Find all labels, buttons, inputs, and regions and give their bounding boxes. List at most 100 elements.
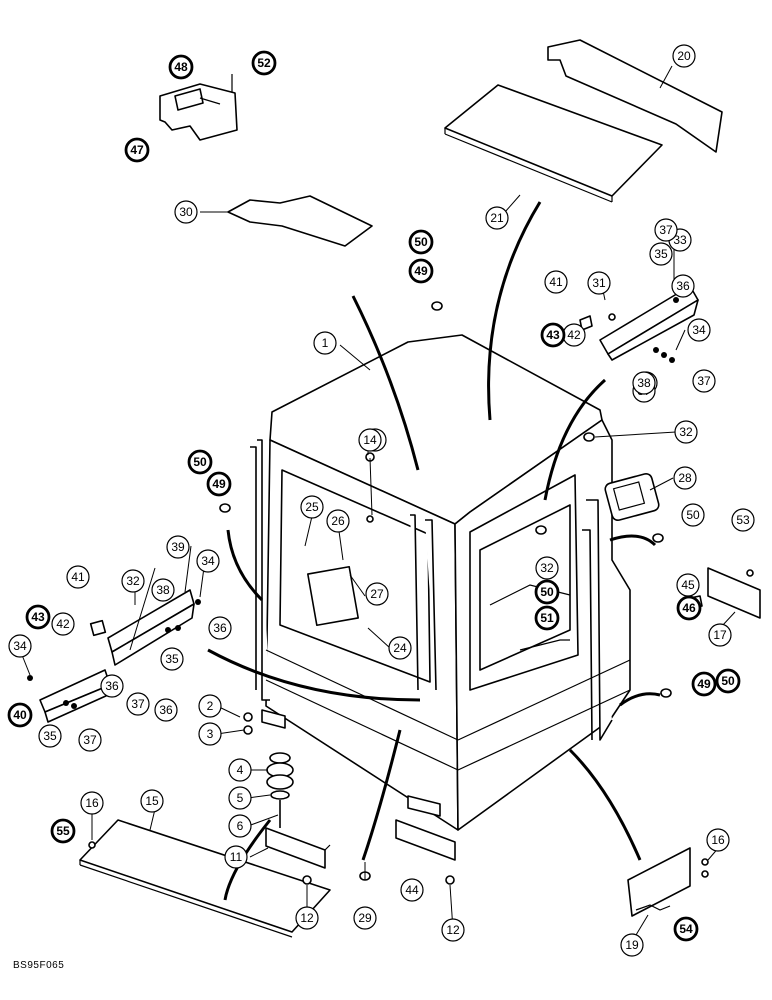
callout-19: 19 [620,933,644,957]
callout-circle [208,616,232,640]
callout-circle [166,535,190,559]
callout-6: 6 [228,814,252,838]
callout-number: 21 [490,211,504,225]
callout-circle [673,466,697,490]
callout-circle [534,579,560,605]
callout-circle [365,582,389,606]
callout-42: 42 [562,323,586,347]
callout-circle [649,242,673,266]
callout-number: 15 [145,794,159,808]
callout-53: 53 [731,508,755,532]
callout-number: 36 [159,703,173,717]
callout-number: 38 [637,376,651,390]
callout-48: 48 [168,54,194,80]
callout-circle [534,605,560,631]
callout-number: 44 [405,883,419,897]
callout-number: 16 [711,833,725,847]
callout-number: 37 [697,374,711,388]
trim-strip-33 [579,285,699,363]
callout-circle [206,471,232,497]
callout-3: 3 [198,722,222,746]
bracket-11 [265,827,331,869]
callout-circle [126,692,150,716]
callout-number: 37 [83,733,97,747]
callout-number: 41 [549,275,563,289]
callout-circle [408,258,434,284]
callout-54: 54 [673,916,699,942]
callout-circle [100,674,124,698]
callout-circle [358,428,382,452]
callout-circle [198,722,222,746]
callout-circle [408,229,434,255]
callout-number: 26 [331,514,345,528]
callout-2: 2 [198,694,222,718]
callout-number: 55 [56,824,70,838]
callout-circle [228,786,252,810]
callout-51: 51 [534,605,560,631]
callout-34: 34 [196,549,220,573]
callout-number: 4 [237,763,244,777]
callout-number: 51 [540,611,554,625]
callout-circle [540,322,566,348]
access-panel-19 [627,847,691,917]
callout-50: 50 [681,503,705,527]
callout-4: 4 [228,758,252,782]
callout-number: 50 [686,508,700,522]
callout-circle [174,200,198,224]
parts-drawing [21,39,761,938]
callout-number: 35 [165,652,179,666]
callout-circle [671,274,695,298]
callout-25: 25 [300,495,324,519]
callout-number: 47 [130,143,144,157]
callout-number: 40 [13,708,27,722]
callout-12: 12 [295,906,319,930]
callout-38: 38 [632,371,656,395]
callout-number: 37 [659,223,673,237]
callout-37: 37 [78,728,102,752]
callout-39: 39 [166,535,190,559]
callout-circle [295,906,319,930]
callout-number: 19 [625,938,639,952]
callout-number: 36 [105,679,119,693]
callout-36: 36 [208,616,232,640]
callout-number: 1 [322,336,329,350]
callout-37: 37 [654,218,678,242]
callout-circle [400,878,424,902]
callout-circle [535,556,559,580]
callout-circle [672,44,696,68]
callout-circle [441,918,465,942]
headliner-panel-20 [547,39,723,153]
callout-49: 49 [691,671,717,697]
callout-number: 2 [207,699,214,713]
callout-29: 29 [353,906,377,930]
callout-35: 35 [160,647,184,671]
callout-circle [121,569,145,593]
callout-55: 55 [50,818,76,844]
callout-40: 40 [7,702,33,728]
callout-14: 14 [358,428,382,452]
callout-circle [326,509,350,533]
callout-36: 36 [100,674,124,698]
callout-circle [25,604,51,630]
callout-35: 35 [649,242,673,266]
callout-number: 14 [363,433,377,447]
callout-37: 37 [692,369,716,393]
callout-43: 43 [540,322,566,348]
callout-circle [196,549,220,573]
callout-50: 50 [715,668,741,694]
callout-circle [544,270,568,294]
callout-number: 11 [230,850,243,864]
callout-circle [654,218,678,242]
callout-49: 49 [408,258,434,284]
callout-49: 49 [206,471,232,497]
callout-number: 31 [592,276,606,290]
callout-circle [51,612,75,636]
callout-circle [187,449,213,475]
callout-number: 50 [540,585,554,599]
callout-circle [313,331,337,355]
callout-47: 47 [124,137,150,163]
callout-17: 17 [708,623,732,647]
leader-lines [21,65,736,936]
callout-number: 52 [257,56,271,70]
bracket-part-47 [159,74,238,141]
